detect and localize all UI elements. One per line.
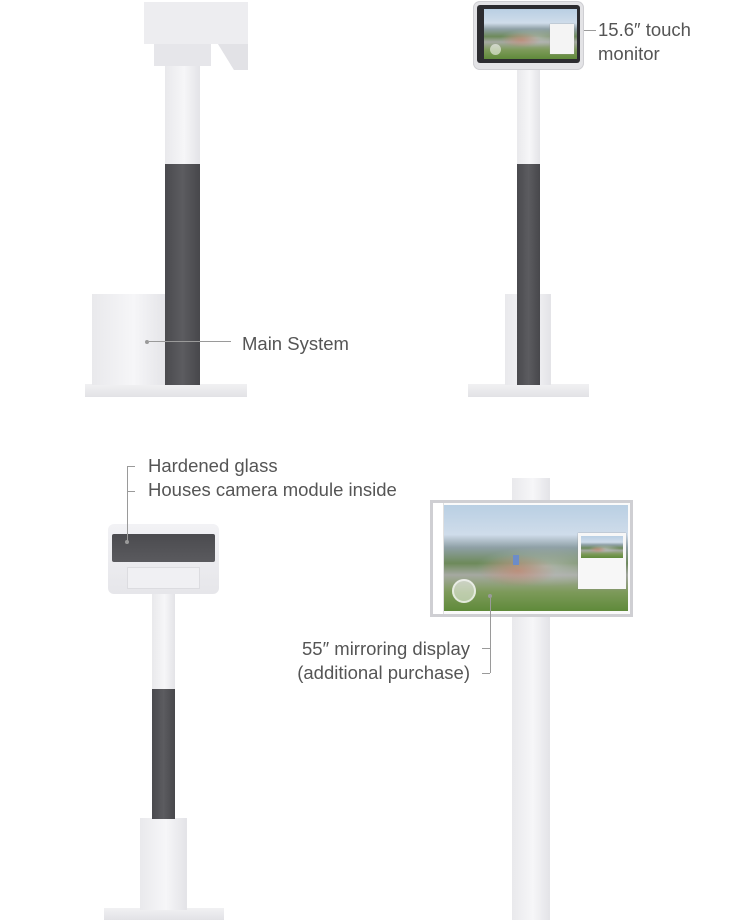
glass-leader-vertical [127,466,128,541]
kiosk3-lower-housing [140,818,187,910]
hardened-glass-panel [112,534,215,562]
kiosk3-base [104,908,224,920]
kiosk1-base [85,384,247,397]
main-system-label: Main System [242,333,349,354]
kiosk3-column-upper [152,592,175,689]
main-system-leader-line [149,341,231,342]
glass-label-line1: Hardened glass [148,455,278,476]
touch-monitor-info-card [550,24,574,54]
kiosk1-main-box [92,294,168,385]
glass-leader-horizontal-mid [127,491,135,492]
glass-leader-horizontal-top [127,466,135,467]
mirror-leader-horizontal-bottom [482,673,490,674]
kiosk3-head-inset [127,567,200,589]
glass-label-line2: Houses camera module inside [148,479,397,500]
mirror-label-line2: (additional purchase) [297,662,470,683]
touch-monitor-label-line2: monitor [598,43,660,64]
kiosk1-column-upper [165,64,200,164]
kiosk3-column-dark [152,688,175,819]
mirror-leader-horizontal-mid [482,648,490,649]
mirroring-display-card-photo [581,536,623,558]
mirroring-display-map-marker [513,555,519,565]
touch-monitor-joystick [490,44,501,55]
mirroring-display-sidebar [433,503,444,614]
touch-monitor-label-line1: 15.6″ touch [598,19,691,40]
mirroring-display-joystick [452,579,476,603]
main-system-leader-dot [145,340,149,344]
kiosk2-base [468,384,589,397]
mirror-label-line1: 55″ mirroring display [302,638,470,659]
mirror-leader-dot [488,594,492,598]
kiosk2-column-upper [517,66,540,164]
kiosk2-column-dark [517,164,540,385]
kiosk1-neck [154,44,211,66]
touch-monitor-leader-line [584,30,596,31]
kiosk1-column-dark [165,164,200,385]
mirror-leader-vertical [490,598,491,673]
kiosk1-camera-head [144,2,248,70]
glass-leader-dot [125,540,129,544]
